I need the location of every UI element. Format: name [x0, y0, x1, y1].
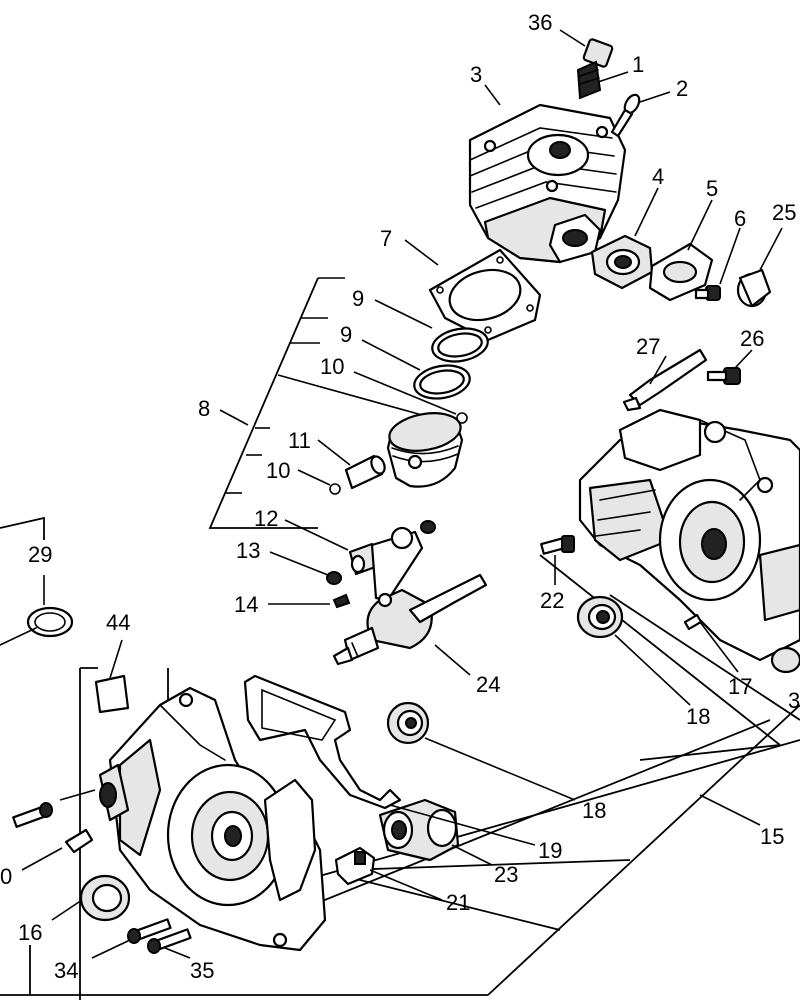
callout-15: 15: [760, 824, 784, 849]
intake-boot: [378, 798, 460, 862]
needle-bearing: [326, 520, 436, 585]
decal-round: [0, 606, 74, 646]
cylinder-gasket: [428, 248, 542, 342]
group-frame-right: [269, 554, 800, 996]
callout-3-right: 3: [788, 688, 800, 713]
callout-36: 36: [528, 10, 552, 35]
guide-plug: [334, 846, 376, 886]
group-frame-left: [0, 516, 488, 1000]
decompression-valve: [576, 38, 614, 100]
screw-34: [127, 918, 172, 944]
cover-screw: [12, 802, 53, 828]
screw-35: [147, 928, 192, 954]
piston-rings: [413, 327, 489, 400]
callout-23: 23: [494, 862, 518, 887]
group-bracket-8: [208, 277, 441, 529]
callout-6: 6: [734, 206, 746, 231]
callout-10-lower: 10: [266, 458, 290, 483]
callout-25: 25: [772, 200, 796, 225]
callout-11: 11: [288, 428, 311, 453]
callout-14: 14: [234, 592, 258, 617]
callout-13: 13: [236, 538, 260, 563]
intake-flange: [590, 234, 654, 290]
sleeve: [736, 268, 772, 308]
circlip-upper: [456, 412, 468, 424]
callout-4: 4: [652, 164, 664, 189]
callout-35: 35: [190, 958, 214, 983]
callout-3: 3: [470, 62, 482, 87]
callout-22: 22: [540, 588, 564, 613]
callout-29: 29: [28, 542, 52, 567]
cylinder-screw: [610, 93, 641, 138]
callout-19: 19: [538, 838, 562, 863]
callout-8: 8: [198, 396, 210, 421]
plug-insert: [64, 828, 94, 854]
intake-gasket: [648, 242, 714, 302]
callout-18-right: 18: [686, 704, 710, 729]
crankcase-gasket: [243, 674, 402, 810]
callout-27: 27: [636, 334, 660, 359]
callout-12: 12: [254, 506, 278, 531]
callout-26: 26: [740, 326, 764, 351]
callout-10-upper: 10: [320, 354, 344, 379]
callout-16: 16: [18, 920, 42, 945]
callout-7: 7: [380, 226, 392, 251]
crankcase-left: [98, 686, 327, 952]
callout-2: 2: [676, 76, 688, 101]
callout-0: 0: [0, 864, 12, 889]
callout-17: 17: [728, 674, 752, 699]
callout-labels: 36 1 2 3 4 5 6 25 7 9 9 10 8 11 10 12 13…: [0, 10, 800, 983]
callout-5: 5: [706, 176, 718, 201]
callout-44: 44: [106, 610, 130, 635]
crankcase-bolt: [540, 535, 575, 555]
callout-34: 34: [54, 958, 78, 983]
intake-screw: [694, 285, 721, 301]
callout-18-left: 18: [582, 798, 606, 823]
callout-9-lower: 9: [340, 322, 352, 347]
label-plate: [94, 674, 130, 714]
main-bearing-left: [386, 701, 430, 745]
main-bearing-right: [576, 595, 624, 639]
piston: [386, 412, 464, 488]
callout-1: 1: [632, 52, 644, 77]
callout-24: 24: [476, 672, 500, 697]
crankcase-right: [578, 408, 800, 662]
leader-lines: [21, 29, 783, 959]
piston-pin: [344, 454, 386, 490]
callout-21: 21: [446, 890, 470, 915]
guide-pin: [683, 613, 703, 631]
circlip-lower: [329, 483, 341, 495]
rubber-bushing: [770, 646, 800, 674]
bracket-screw: [706, 367, 741, 385]
cylinder: [468, 103, 627, 264]
bracket: [622, 348, 708, 412]
callout-9-upper: 9: [352, 286, 364, 311]
crankshaft: [332, 526, 488, 666]
seal-bearing: [79, 874, 131, 922]
